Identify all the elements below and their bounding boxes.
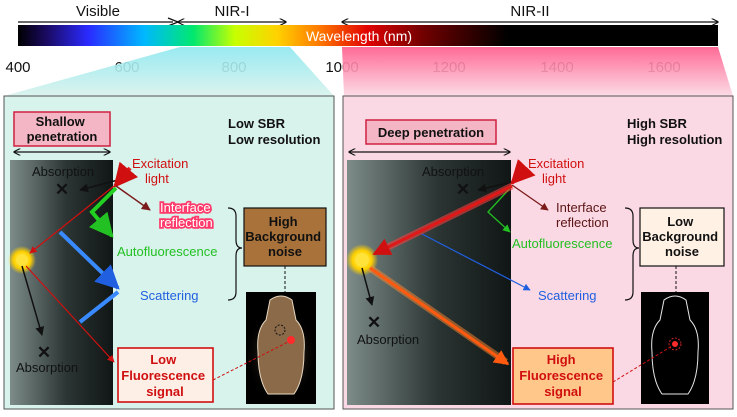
right-signal-label: High Fluorescence signal	[519, 352, 606, 399]
left-interface-line: reflection	[160, 215, 213, 230]
left-noise-brace	[227, 207, 243, 301]
left-signal-line	[25, 265, 115, 363]
left-mouse-image	[245, 292, 317, 404]
right-fluorophore-dot	[355, 253, 369, 267]
band-label-nir1: NIR-I	[215, 3, 250, 20]
left-penetration-label: Shallow penetration	[27, 114, 98, 144]
right-noise-line: Background	[642, 229, 718, 244]
right-sbr: High SBR	[627, 116, 688, 131]
right-absorption-bottom-arrow	[361, 267, 375, 306]
right-penetration-label: Deep penetration	[378, 125, 484, 140]
right-interface-label: Interface reflection	[556, 200, 610, 230]
left-sbr: Low SBR	[228, 116, 286, 131]
right-absorption-bottom-x-icon: ✕	[367, 313, 381, 332]
left-absorption-bottom: Absorption	[16, 360, 78, 375]
right-absorption-top: Absorption	[422, 164, 484, 179]
tick-label-400: 400	[5, 59, 30, 76]
left-autofluorescence-label: Autofluorescence	[117, 244, 217, 259]
left-excitation-to-fluorophore	[29, 185, 115, 254]
left-penetration-badge	[13, 111, 111, 147]
left-excitation-line: light	[145, 171, 169, 186]
right-signal-connector	[612, 345, 673, 383]
left-fluorophore-dot	[16, 254, 28, 266]
right-scattering-label: Scattering	[538, 288, 597, 303]
left-noise-line: High	[269, 214, 298, 229]
left-signal-connector	[212, 341, 289, 381]
left-noise-line: Background	[245, 229, 321, 244]
left-noise-label: High Background noise	[245, 214, 324, 259]
right-excitation-light-arrow	[510, 159, 536, 185]
nir1-projection-wedge	[4, 47, 334, 96]
right-interface-arrow	[511, 184, 549, 211]
right-noise-line: noise	[665, 244, 699, 259]
spectrum-bar	[18, 25, 718, 46]
nir2-projection-wedge	[342, 47, 733, 96]
left-signal-box	[117, 347, 214, 403]
right-scatter-in	[421, 233, 531, 291]
right-signal-box	[512, 347, 614, 405]
right-signal-line: signal	[544, 384, 582, 399]
left-signal-line: Fluorescence	[121, 368, 205, 383]
right-noise-line: Low	[667, 214, 694, 229]
left-scatter-out	[78, 290, 120, 324]
left-noise-line: noise	[268, 244, 302, 259]
right-mouse-image	[641, 292, 709, 404]
right-excitation-line: light	[542, 171, 566, 186]
right-noise-brace	[624, 207, 640, 301]
right-absorption-bottom: Absorption	[357, 332, 419, 347]
left-resolution: Low resolution	[228, 132, 321, 147]
left-scatter-in	[58, 230, 120, 290]
left-absorption-top-x-icon: ✕	[55, 180, 69, 199]
left-autofluorescence-arrow	[88, 186, 118, 238]
right-noise-label: Low Background noise	[642, 214, 721, 259]
left-absorption-top: Absorption	[32, 164, 94, 179]
right-excitation-beam	[372, 184, 513, 256]
left-interface-line: Interface	[160, 200, 211, 215]
right-signal-beam	[369, 266, 510, 366]
right-autofluorescence-label: Autofluorescence	[512, 236, 612, 251]
right-panel: Deep penetration High SBR High resolutio…	[342, 95, 734, 410]
left-interface-arrow	[115, 185, 151, 211]
left-excitation-line: Excitation	[132, 156, 188, 171]
left-signal-label: Low Fluorescence signal	[121, 352, 208, 399]
right-excitation-line: Excitation	[528, 156, 584, 171]
spectrum-band-labels: Visible NIR-I NIR-II	[18, 3, 718, 27]
right-absorption-top-x-icon: ✕	[456, 180, 470, 199]
left-absorption-bottom-arrow	[21, 265, 45, 336]
left-panel: Shallow penetration Low SBR Low resoluti…	[3, 95, 335, 410]
right-interface-line: reflection	[556, 215, 609, 230]
left-badge-line: Shallow	[36, 114, 86, 129]
left-badge-line: penetration	[27, 129, 98, 144]
right-excitation-label: Excitation light	[528, 156, 588, 186]
right-resolution: High resolution	[627, 132, 722, 147]
left-signal-line: Low	[150, 352, 177, 367]
left-scattering-label: Scattering	[140, 288, 199, 303]
right-absorption-top-arrow	[477, 181, 513, 193]
band-label-nir2: NIR-II	[510, 3, 549, 20]
right-penetration-badge	[365, 119, 497, 145]
left-excitation-light-arrow	[113, 161, 139, 188]
left-absorption-top-arrow	[79, 179, 119, 193]
band-label-visible: Visible	[76, 3, 120, 20]
right-signal-line: High	[547, 352, 576, 367]
right-autofluorescence-arrow	[487, 185, 513, 233]
left-interface-label: Interface reflection	[160, 200, 214, 230]
left-signal-line: signal	[146, 384, 184, 399]
right-signal-line: Fluorescence	[519, 368, 603, 383]
spectrum-bar-label: Wavelength (nm)	[306, 28, 412, 44]
left-absorption-bottom-x-icon: ✕	[37, 343, 51, 362]
right-interface-line: Interface	[556, 200, 607, 215]
right-noise-box	[639, 207, 725, 267]
left-excitation-label: Excitation light	[132, 156, 192, 186]
left-noise-box	[243, 207, 327, 267]
